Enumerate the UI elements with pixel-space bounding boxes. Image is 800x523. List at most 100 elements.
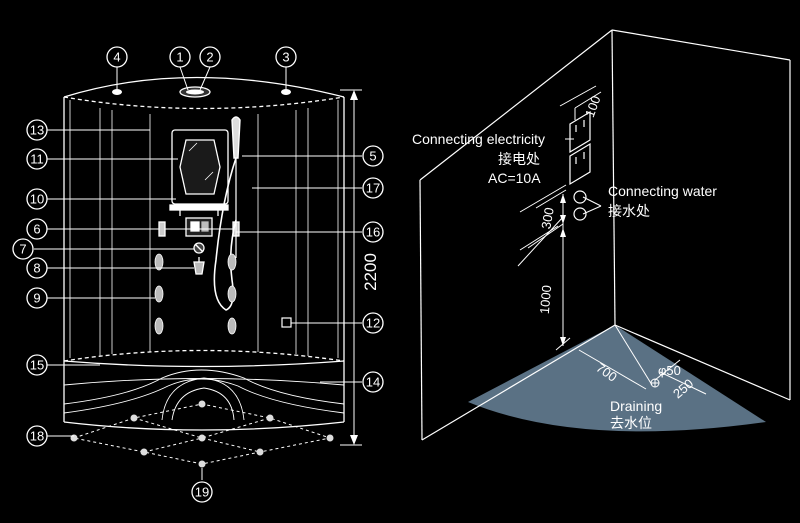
- jet-left-3: [154, 317, 164, 335]
- svg-text:18: 18: [30, 429, 44, 444]
- tray-front-wave: [63, 369, 345, 405]
- svg-text:11: 11: [30, 152, 44, 167]
- callout-4: 4: [106, 46, 128, 68]
- svg-text:15: 15: [30, 358, 44, 373]
- callout-13: 13: [26, 119, 48, 141]
- callout-3: 3: [275, 46, 297, 68]
- body-jets: [154, 253, 292, 335]
- dim-socket-top: 100: [582, 94, 604, 120]
- callout-10: 10: [26, 188, 48, 210]
- svg-text:3: 3: [282, 50, 289, 65]
- callout-18: 18: [26, 425, 48, 447]
- svg-text:9: 9: [33, 291, 40, 306]
- water-label-en: Connecting water: [608, 183, 717, 199]
- socket-lower: [569, 142, 591, 186]
- roof-arc: [63, 76, 345, 98]
- dim-drain-diameter: φ50: [658, 363, 681, 378]
- mirror-hexagon: [179, 139, 221, 195]
- callout-7: 7: [12, 238, 34, 260]
- panel-frame: [171, 129, 229, 205]
- svg-text:6: 6: [33, 222, 40, 237]
- svg-text:19: 19: [195, 485, 209, 500]
- svg-text:1: 1: [176, 50, 183, 65]
- left-wall-top: [419, 29, 613, 181]
- floor-base: [468, 325, 766, 432]
- svg-text:4: 4: [113, 50, 120, 65]
- mixer-faucet: [193, 261, 205, 275]
- socket-upper: [569, 110, 591, 154]
- electric-sockets: [569, 110, 591, 186]
- callout-5: 5: [362, 145, 384, 167]
- callout-8: 8: [26, 257, 48, 279]
- dim-water-gap: 300: [538, 206, 557, 230]
- floor-dimension-lines: [578, 324, 707, 395]
- callout-12: 12: [362, 312, 384, 334]
- control-panel: [158, 129, 240, 275]
- height-label: 2200: [361, 253, 380, 291]
- svg-text:8: 8: [33, 261, 40, 276]
- callout-16: 16: [362, 221, 384, 243]
- drain-label-en: Draining: [610, 398, 662, 414]
- height-dimension: [340, 89, 362, 446]
- jet-left-2: [154, 285, 164, 303]
- left-handle: [158, 221, 166, 237]
- svg-text:5: 5: [369, 149, 376, 164]
- svg-text:17: 17: [366, 181, 380, 196]
- svg-text:7: 7: [19, 242, 26, 257]
- svg-text:13: 13: [30, 123, 44, 138]
- electricity-label-en: Connecting electricity: [412, 131, 545, 147]
- svg-text:16: 16: [366, 225, 380, 240]
- water-inlet-2: [573, 207, 587, 221]
- water-label-cn: 接水处: [608, 203, 650, 219]
- floor-jets: [70, 400, 334, 468]
- callout-9: 9: [26, 287, 48, 309]
- callout-17: 17: [362, 177, 384, 199]
- callout-6: 6: [26, 218, 48, 240]
- callout-11: 11: [26, 148, 48, 170]
- hand-shower-head: [231, 116, 241, 159]
- callout-1: 1: [169, 46, 191, 68]
- top-shower-head-center: [186, 89, 204, 95]
- jet-right-2: [227, 285, 237, 303]
- tray-top-edge: [63, 360, 345, 368]
- roof-components: [112, 86, 291, 98]
- svg-text:10: 10: [30, 192, 44, 207]
- wall-corner: [611, 29, 616, 326]
- callout-2: 2: [199, 46, 221, 68]
- left-wall-edge: [419, 179, 423, 441]
- roof-front-dashed: [63, 96, 345, 110]
- tray-top-dashed: [63, 349, 345, 362]
- leader-lines: [34, 66, 362, 480]
- jet-right-3: [227, 317, 237, 335]
- floor-right-line: [614, 324, 791, 401]
- jet-right-1: [227, 253, 237, 271]
- water-inlet-1: [573, 190, 587, 204]
- installation-view: Connecting electricity 接电处 AC=10A Connec…: [412, 29, 791, 441]
- right-roof-light: [281, 89, 291, 95]
- shelf: [169, 204, 229, 211]
- jet-left-1: [154, 253, 164, 271]
- callout-14: 14: [362, 371, 384, 393]
- svg-text:12: 12: [366, 316, 380, 331]
- right-wall-top: [611, 29, 791, 61]
- callout-19: 19: [191, 481, 213, 503]
- svg-text:14: 14: [366, 375, 380, 390]
- left-roof-light: [112, 89, 122, 95]
- callout-15: 15: [26, 354, 48, 376]
- callouts: 1 2 4 3 13 11 10 6 7 8 9 15 18 19 5 17 1…: [12, 46, 384, 503]
- wall-dimension-lines: [517, 85, 602, 351]
- water-leader: [582, 196, 602, 207]
- floor-left-line: [421, 324, 616, 441]
- shower-front-view: [63, 76, 345, 465]
- hand-shower: [213, 116, 241, 311]
- tray-arch: [161, 377, 245, 421]
- drain-label-cn: 去水位: [610, 415, 652, 431]
- electricity-label-cn: 接电处: [498, 151, 540, 167]
- electricity-spec: AC=10A: [488, 170, 541, 186]
- dim-water-height: 1000: [537, 285, 554, 315]
- svg-text:2: 2: [206, 50, 213, 65]
- water-inlets: [573, 190, 587, 221]
